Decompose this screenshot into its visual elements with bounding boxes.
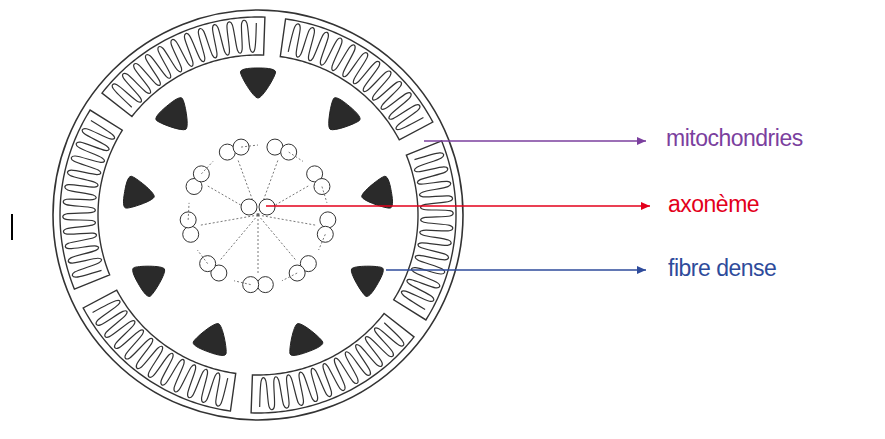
nexin-link xyxy=(289,152,303,161)
mitochondrion xyxy=(394,141,456,320)
nexin-link xyxy=(319,234,326,250)
dense-fiber xyxy=(329,98,360,130)
nexin-link xyxy=(197,250,207,264)
cursor-bar xyxy=(11,214,13,240)
dense-fiber xyxy=(193,324,226,356)
radial-spoke xyxy=(258,215,295,259)
mitochondrial-crista xyxy=(288,24,423,130)
leader-arrow xyxy=(424,140,646,142)
dense-fiber xyxy=(351,266,383,296)
nexin-link xyxy=(241,145,258,147)
part-label: mitochondries xyxy=(666,126,803,151)
mitochondrion xyxy=(280,19,433,140)
central-microtubule xyxy=(241,199,257,215)
nexin-link xyxy=(188,203,190,220)
dense-fiber xyxy=(156,98,187,130)
part-label: fibre dense xyxy=(668,256,776,281)
radial-spoke xyxy=(238,160,258,215)
dense-fiber xyxy=(133,266,165,296)
nexin-link xyxy=(322,187,327,203)
nexin-link xyxy=(234,281,251,285)
cell-drawing xyxy=(53,10,463,420)
mitochondrial-crista xyxy=(401,153,453,310)
mitochondrial-crista xyxy=(93,300,228,406)
leader-arrow xyxy=(266,205,650,207)
central-microtubule xyxy=(259,199,275,215)
radial-spoke xyxy=(258,160,278,215)
mitochondrion xyxy=(60,110,122,289)
radial-spoke xyxy=(258,215,259,273)
radial-spoke xyxy=(258,186,308,215)
mitochondrion xyxy=(251,314,414,413)
dense-fiber xyxy=(123,176,154,208)
microtubule xyxy=(320,212,336,228)
mitochondrial-crista xyxy=(63,120,115,277)
nexin-link xyxy=(282,273,297,281)
dense-fiber xyxy=(362,176,393,208)
leader-arrow xyxy=(386,269,646,271)
radial-spoke xyxy=(208,186,258,215)
cell-membrane xyxy=(53,10,463,420)
mitochondrion xyxy=(83,290,236,411)
mitochondrial-crista xyxy=(260,323,404,410)
radial-spoke xyxy=(258,215,315,225)
radial-spoke xyxy=(201,215,258,225)
microtubule xyxy=(257,277,273,293)
microtubule xyxy=(183,226,199,242)
part-label: axonème xyxy=(668,192,759,217)
dense-fiber xyxy=(290,324,323,356)
dense-fiber xyxy=(240,68,275,98)
radial-spoke xyxy=(221,215,258,259)
mitochondrial-crista xyxy=(112,20,256,107)
nexin-link xyxy=(201,161,213,173)
